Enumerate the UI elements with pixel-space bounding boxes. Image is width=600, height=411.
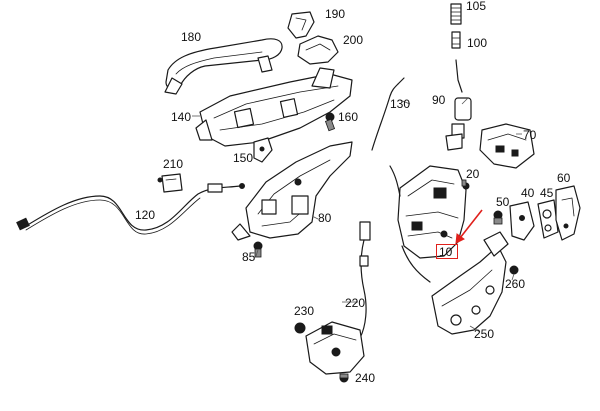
leader-lines xyxy=(192,97,522,333)
part-40-bracket[interactable] xyxy=(509,201,535,241)
callout-80[interactable]: 80 xyxy=(318,211,332,225)
callout-10[interactable]: 10 xyxy=(439,245,453,259)
part-lower-motor-assembly[interactable] xyxy=(305,321,365,375)
callout-40[interactable]: 40 xyxy=(521,186,535,200)
callout-85[interactable]: 85 xyxy=(242,250,256,264)
part-60-striker-plate[interactable] xyxy=(555,185,581,241)
part-250-cover[interactable] xyxy=(431,231,509,335)
callout-240[interactable]: 240 xyxy=(355,371,376,385)
part-100-plunger[interactable] xyxy=(451,31,461,49)
highlight-arrow xyxy=(455,209,483,244)
callout-260[interactable]: 260 xyxy=(505,277,526,291)
callout-120[interactable]: 120 xyxy=(135,208,156,222)
callout-150[interactable]: 150 xyxy=(233,151,254,165)
callout-230[interactable]: 230 xyxy=(294,304,315,318)
part-180-outer-handle[interactable] xyxy=(164,38,283,95)
part-10-door-lock[interactable] xyxy=(389,165,467,283)
part-20-screw[interactable] xyxy=(461,179,470,190)
callout-105[interactable]: 105 xyxy=(466,0,487,13)
part-90-lock-rod[interactable] xyxy=(445,59,472,151)
callout-210[interactable]: 210 xyxy=(163,157,184,171)
callout-130[interactable]: 130 xyxy=(390,97,411,111)
part-105-spring[interactable] xyxy=(450,3,462,25)
part-190-handle-cap[interactable] xyxy=(287,11,315,39)
part-70-actuator[interactable] xyxy=(479,123,535,169)
part-45-plate[interactable] xyxy=(537,199,559,239)
part-80-inner-bracket[interactable] xyxy=(231,141,353,241)
part-130-rod[interactable] xyxy=(371,77,405,151)
callout-160[interactable]: 160 xyxy=(338,110,359,124)
part-50-screw[interactable] xyxy=(493,210,503,225)
callout-200[interactable]: 200 xyxy=(343,33,364,47)
callout-50[interactable]: 50 xyxy=(496,195,510,209)
callout-100[interactable]: 100 xyxy=(467,36,488,50)
callout-90[interactable]: 90 xyxy=(432,93,446,107)
part-140-handle-carrier[interactable] xyxy=(195,67,353,147)
callout-190[interactable]: 190 xyxy=(325,7,346,21)
part-160-screw[interactable] xyxy=(324,112,336,132)
part-240-screw[interactable] xyxy=(339,373,349,383)
callout-180[interactable]: 180 xyxy=(181,30,202,44)
callout-45[interactable]: 45 xyxy=(540,186,554,200)
callout-20[interactable]: 20 xyxy=(466,167,480,181)
part-230-grommet[interactable] xyxy=(294,322,306,334)
part-220-cable[interactable] xyxy=(359,221,371,339)
callout-140[interactable]: 140 xyxy=(171,110,192,124)
part-260-nut[interactable] xyxy=(509,265,519,275)
part-210-bracket[interactable] xyxy=(157,173,183,193)
callout-220[interactable]: 220 xyxy=(345,296,366,310)
part-150-clip[interactable] xyxy=(253,137,273,163)
part-200-cylinder-cover[interactable] xyxy=(297,35,339,65)
callout-60[interactable]: 60 xyxy=(557,171,571,185)
callout-70[interactable]: 70 xyxy=(523,128,537,142)
part-120-bowden-cable[interactable] xyxy=(16,183,245,235)
callout-250[interactable]: 250 xyxy=(474,327,495,341)
selected-part-highlight xyxy=(436,244,458,259)
